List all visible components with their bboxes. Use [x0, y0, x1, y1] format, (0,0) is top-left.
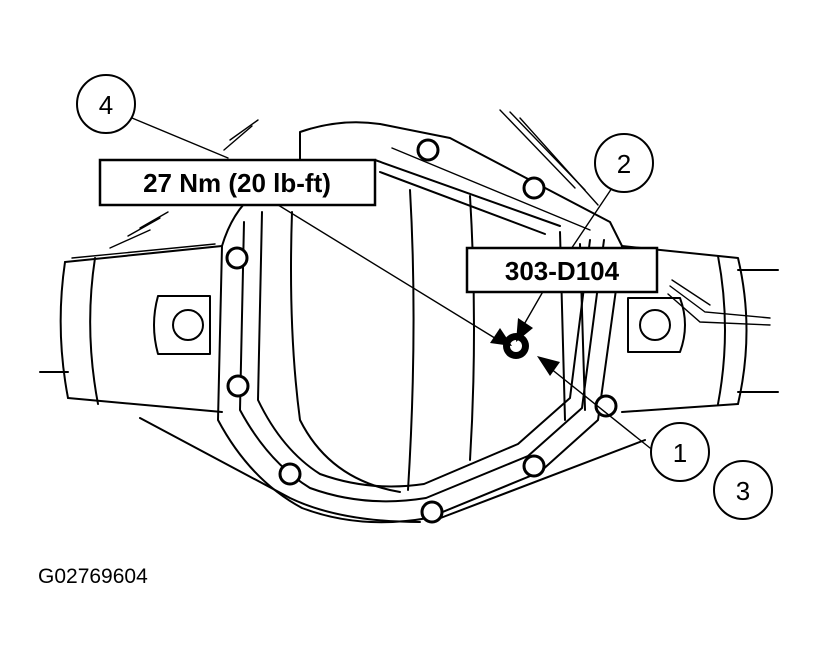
torque-label-text: 27 Nm (20 lb-ft)	[143, 168, 331, 198]
torque-label: 27 Nm (20 lb-ft)	[98, 158, 377, 207]
differential-cover	[139, 189, 646, 524]
callout-1: 1	[650, 422, 710, 482]
callout-3-number: 3	[736, 476, 750, 506]
right-axle-tube	[621, 245, 779, 413]
leader-lines	[131, 117, 651, 449]
callout-3: 3	[713, 460, 773, 520]
callout-2: 2	[594, 133, 654, 193]
tool-label: 303-D104	[465, 246, 659, 294]
callout-4-number: 4	[99, 90, 113, 120]
cover-bolts	[225, 138, 618, 524]
callout-4: 4	[76, 74, 136, 134]
tool-label-text: 303-D104	[505, 256, 620, 286]
upper-housing	[109, 109, 623, 249]
callout-1-number: 1	[673, 438, 687, 468]
fill-plug	[503, 333, 529, 359]
figure-id: G02769604	[38, 565, 148, 588]
callout-2-number: 2	[617, 149, 631, 179]
left-axle-tube	[39, 243, 223, 413]
